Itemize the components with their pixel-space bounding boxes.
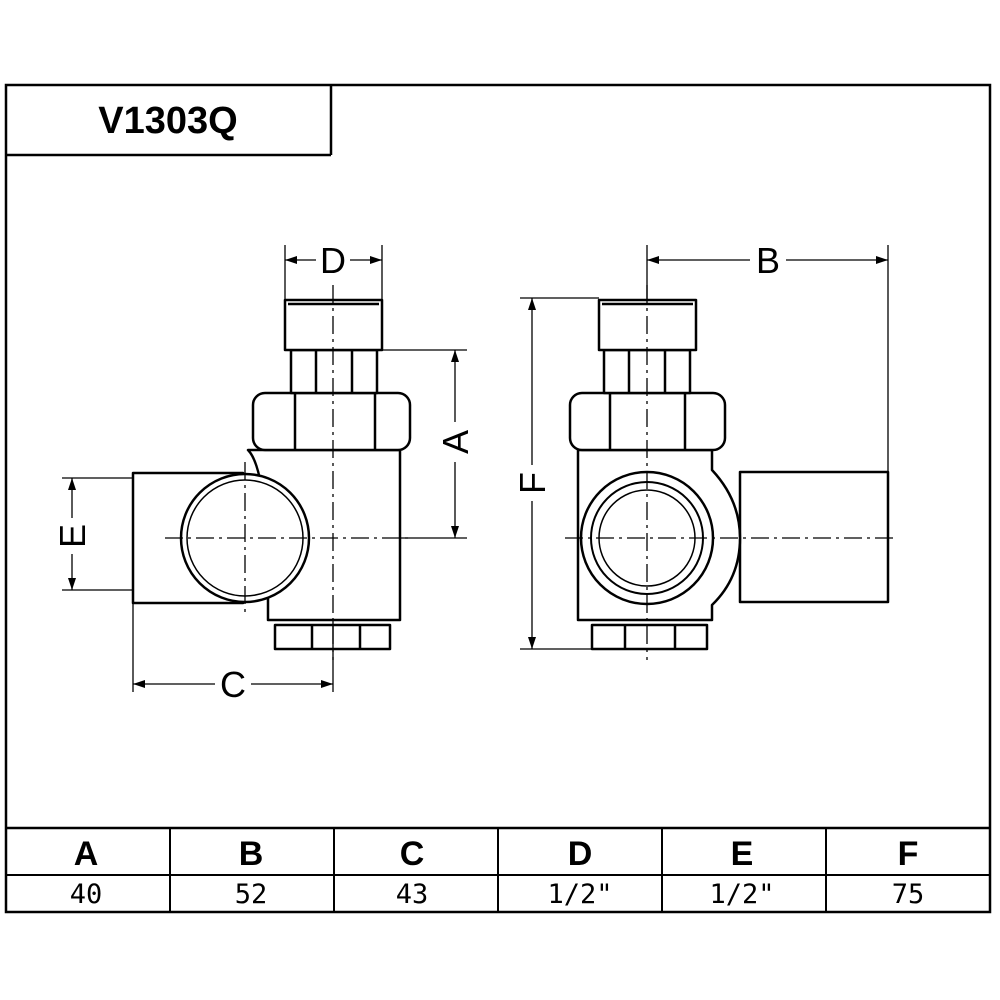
dimension-labels: D A E C B F	[52, 238, 786, 705]
dimension-table: A B C D E F 40 52 43 1/2" 1/2" 75	[6, 826, 990, 912]
title-box: V1303Q	[6, 85, 333, 157]
table-value-f: 75	[892, 879, 925, 910]
left-union-nut	[251, 391, 412, 452]
left-view-valve	[131, 298, 412, 651]
left-stem-tube	[289, 348, 379, 395]
table-value-d: 1/2"	[547, 879, 612, 910]
model-title: V1303Q	[98, 100, 237, 142]
dim-label-c: C	[220, 664, 246, 705]
table-value-c: 43	[396, 879, 429, 910]
table-value-e: 1/2"	[709, 879, 774, 910]
table-value-a: 40	[70, 879, 103, 910]
table-header-d: D	[568, 835, 593, 873]
table-header-e: E	[731, 835, 754, 873]
table-header-b: B	[239, 835, 264, 873]
right-center-lines	[565, 285, 895, 660]
table-header-a: A	[74, 835, 99, 873]
dim-label-d: D	[320, 240, 346, 281]
table-header-f: F	[898, 835, 919, 873]
dim-label-e: E	[52, 524, 93, 548]
right-bottom-cap	[590, 623, 709, 651]
left-center-lines	[165, 285, 410, 660]
table-header-c: C	[400, 835, 425, 873]
right-side-pipe	[738, 470, 890, 604]
dim-label-a: A	[435, 430, 476, 454]
dim-label-f: F	[512, 472, 553, 494]
dim-label-b: B	[756, 240, 780, 281]
right-view-valve	[568, 298, 890, 651]
dimension-lines	[62, 245, 889, 692]
table-value-b: 52	[235, 879, 268, 910]
